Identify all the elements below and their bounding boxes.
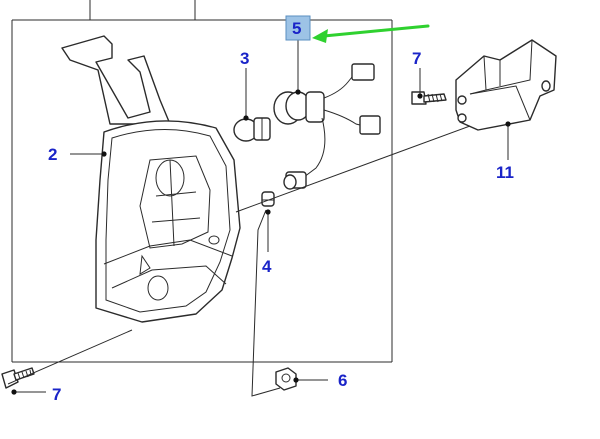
callout-7-bottom: 7 (52, 385, 61, 404)
callout-7-top: 7 (412, 49, 421, 68)
mounting-bracket (455, 39, 557, 131)
clip-nut (275, 367, 297, 391)
callout-2: 2 (48, 145, 57, 164)
leaders (11, 38, 511, 395)
callout-3: 3 (240, 49, 249, 68)
screw-bottom (1, 367, 35, 389)
assembly-frame (11, 0, 393, 363)
callout-5: 5 (292, 19, 301, 38)
callout-6: 6 (338, 371, 347, 390)
assembly-guides (7, 125, 471, 397)
socket-harness (273, 63, 381, 190)
lamp-housing (61, 35, 241, 323)
callout-4: 4 (262, 257, 272, 276)
screw-top (411, 91, 447, 105)
highlight-box (285, 15, 311, 41)
callout-11: 11 (496, 163, 514, 182)
pointer-arrow (312, 24, 430, 43)
bulb (233, 117, 271, 142)
